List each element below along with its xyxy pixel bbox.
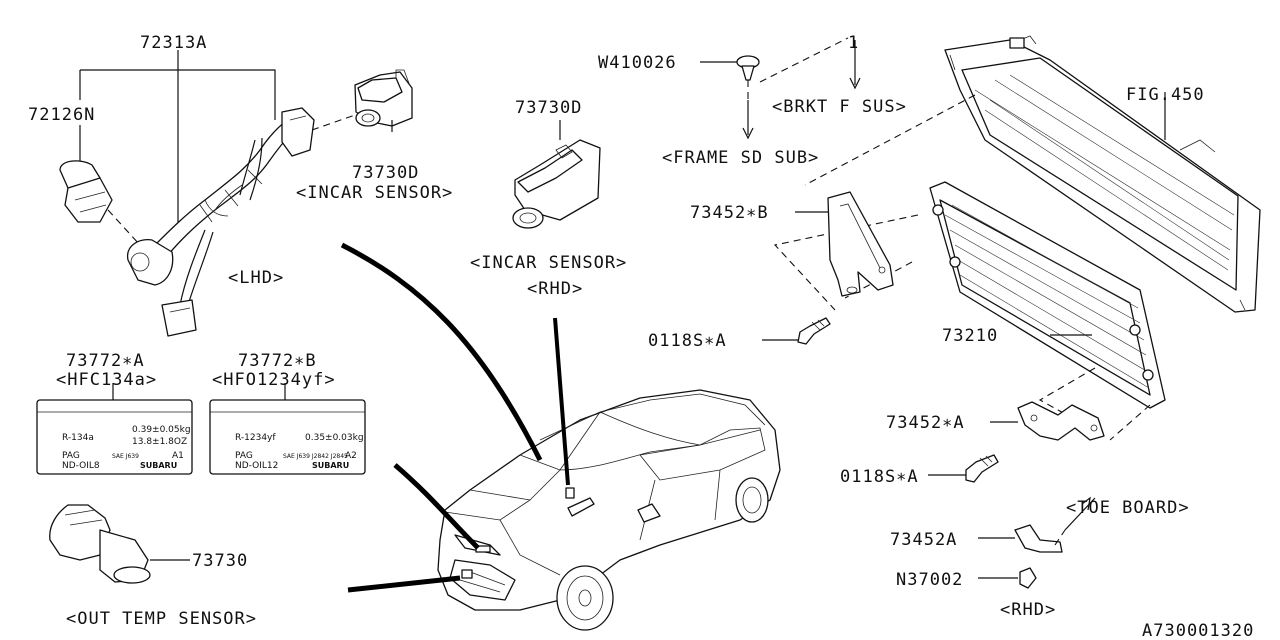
- diagram-id: A730001320: [1142, 621, 1254, 640]
- label-a-oil-name: ND-OIL8: [62, 461, 100, 471]
- label-b-brand: SUBARU: [312, 461, 349, 470]
- part-73772B: 73772∗B: [238, 351, 317, 371]
- label-b-oil-type: PAG: [235, 451, 253, 461]
- label-a-amount2: 13.8±1.8OZ: [132, 437, 187, 447]
- label-a-refrigerant: R-134a: [62, 433, 94, 443]
- label-a-code: A1: [172, 451, 184, 461]
- part-73772A: 73772∗A: [66, 351, 145, 371]
- incar-sensor-rhd: [512, 120, 601, 229]
- label-b-standards: SAE J639 J2842 J2845: [283, 453, 348, 460]
- label-a: R-134a 0.39±0.05kg 13.8±1.8OZ PAG ND-OIL…: [36, 383, 193, 475]
- part-73730D-rhd: 73730D: [515, 98, 582, 118]
- note-out-temp-sensor: <OUT TEMP SENSOR>: [66, 609, 257, 629]
- clip-w410026: [700, 37, 861, 140]
- bracket-73452A: [978, 496, 1096, 589]
- part-73452B: 73452∗B: [690, 203, 769, 223]
- note-lhd: <LHD>: [228, 268, 284, 288]
- ref-fig450: FIG.450: [1126, 85, 1205, 105]
- label-a-oil-type: PAG: [62, 451, 80, 461]
- ref-1: 1: [848, 33, 859, 53]
- note-frame-sd-sub: <FRAME SD SUB>: [662, 148, 819, 168]
- label-b-oil-name: ND-OIL12: [235, 461, 278, 471]
- part-72313A: 72313A: [140, 33, 207, 53]
- callout-labels: 72313A 72126N 73730D <INCAR SENSOR> <LHD…: [28, 33, 1254, 640]
- label-b-code: A2: [345, 451, 357, 461]
- label-a-standards: SAE J639: [112, 453, 139, 460]
- part-72126N: 72126N: [28, 105, 95, 125]
- incar-sensor-lhd: [354, 69, 413, 132]
- part-73730: 73730: [192, 551, 248, 571]
- label-a-brand: SUBARU: [140, 461, 177, 470]
- part-N37002: N37002: [896, 570, 963, 590]
- label-b-refrigerant: R-1234yf: [235, 433, 276, 443]
- bracket-73452A-star: [928, 401, 1105, 483]
- note-incar-sensor-lhd: <INCAR SENSOR>: [296, 183, 453, 203]
- note-rhd-b: <RHD>: [1000, 600, 1056, 620]
- part-73452A: 73452A: [890, 530, 957, 550]
- part-W410026: W410026: [598, 53, 677, 73]
- part-0118SA-lower: 0118S∗A: [840, 467, 919, 487]
- label-b: R-1234yf 0.35±0.03kg PAG ND-OIL12 SAE J6…: [209, 383, 366, 475]
- bracket-73452B: [762, 191, 894, 345]
- car-illustration: [340, 242, 781, 631]
- part-73730D-lhd: 73730D: [352, 163, 419, 183]
- harness-group: [59, 50, 356, 337]
- label-a-amount1: 0.39±0.05kg: [132, 425, 191, 435]
- note-hfo1234yf: <HFO1234yf>: [212, 370, 336, 390]
- note-brkt-f-sus: <BRKT F SUS>: [772, 97, 907, 117]
- label-b-amount1: 0.35±0.03kg: [305, 433, 364, 443]
- note-hfc134a: <HFC134a>: [56, 370, 157, 390]
- part-73452A-star: 73452∗A: [886, 413, 965, 433]
- out-temp-sensor: [49, 504, 190, 584]
- note-rhd-a: <RHD>: [527, 279, 583, 299]
- part-73210: 73210: [942, 326, 998, 346]
- part-0118SA-upper: 0118S∗A: [648, 331, 727, 351]
- note-toe-board: <TOE BOARD>: [1066, 498, 1190, 518]
- radiator-fig450: [944, 35, 1261, 313]
- note-incar-sensor-rhd: <INCAR SENSOR>: [470, 253, 627, 273]
